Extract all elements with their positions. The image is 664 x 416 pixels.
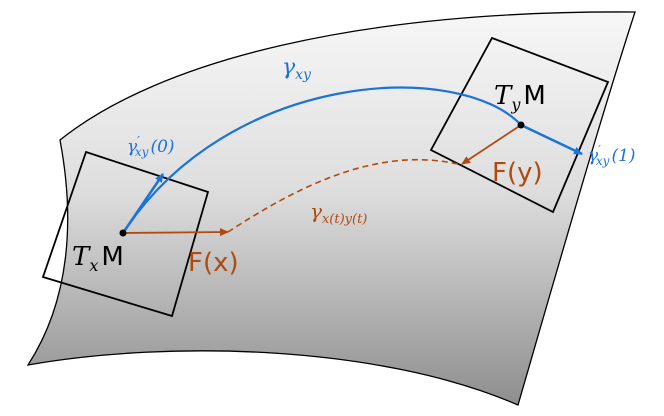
geodesic-curve xyxy=(122,86,522,234)
label-field-x: F(x) xyxy=(188,248,239,278)
label-field-y: F(y) xyxy=(492,158,543,188)
field-x-arrow xyxy=(122,228,229,237)
manifold-surface xyxy=(26,11,636,406)
label-initial-velocity: γ′xy(0) xyxy=(127,134,175,159)
final-velocity-arrow xyxy=(520,123,583,156)
label-final-velocity: γ′xy(1) xyxy=(588,143,636,168)
tangent-plane-y xyxy=(429,36,610,214)
label-geodesic: γxy xyxy=(282,55,312,83)
point-x xyxy=(119,229,127,237)
field-curve-dashed xyxy=(227,158,463,233)
point-y xyxy=(517,121,525,129)
label-field-curve: γx(t)y(t) xyxy=(310,199,367,227)
field-y-arrow xyxy=(461,124,522,165)
initial-velocity-arrow xyxy=(121,173,165,234)
